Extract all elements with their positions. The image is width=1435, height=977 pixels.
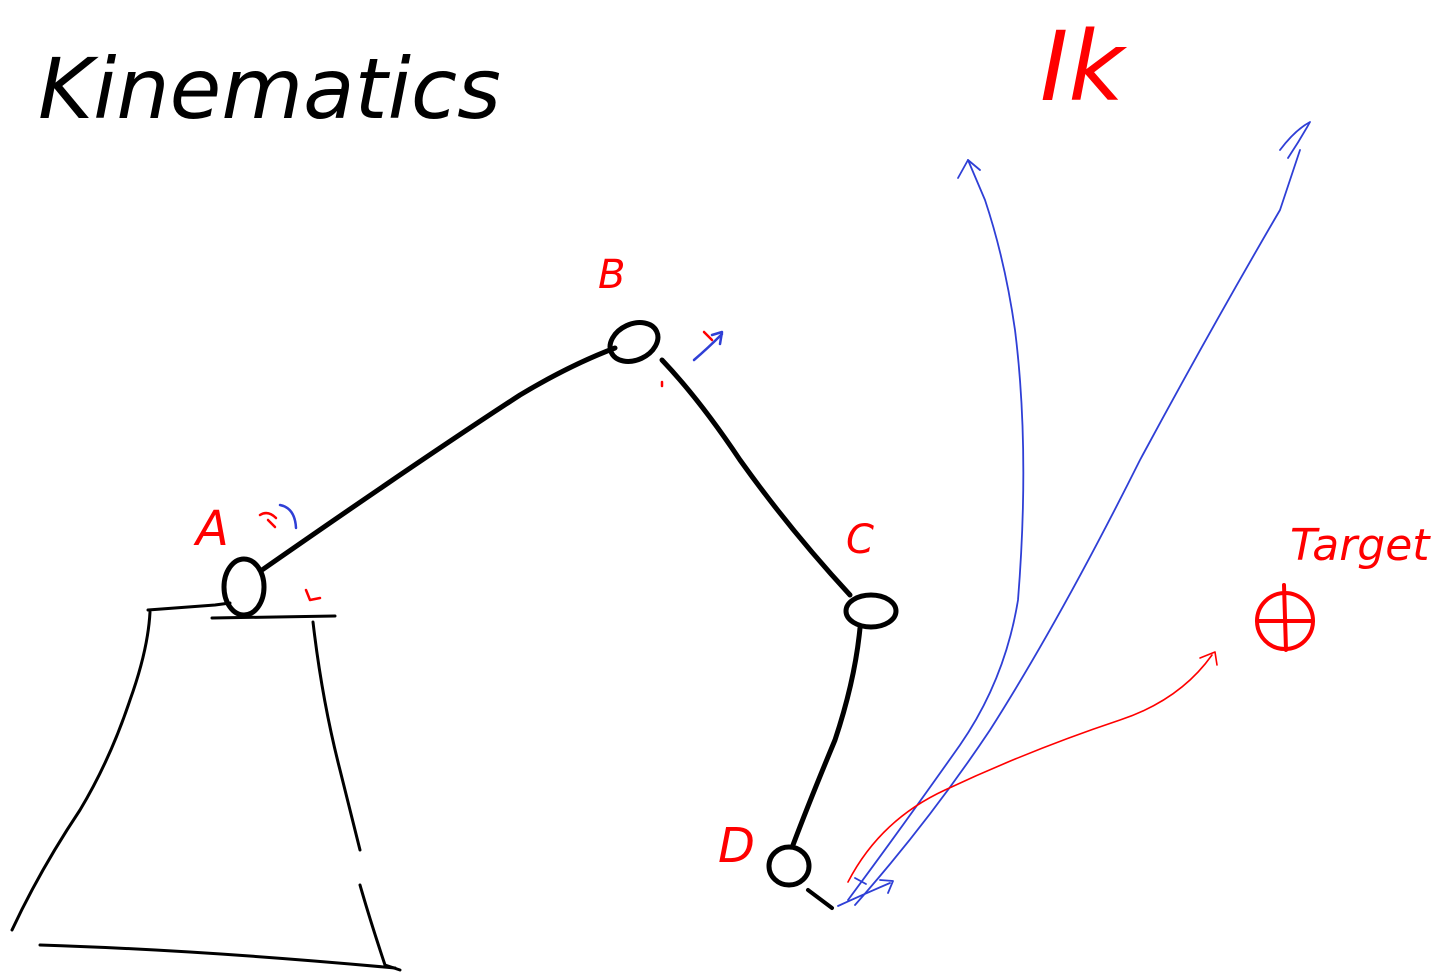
joint-d	[766, 844, 812, 888]
vector-1	[847, 159, 1025, 901]
link-a-b	[259, 345, 618, 573]
target-marker	[1255, 583, 1315, 652]
rotation-marks	[258, 330, 724, 602]
link-c-d	[790, 625, 863, 848]
title-text: Kinematics	[38, 40, 501, 138]
vector-1-arrowhead	[957, 159, 981, 179]
arm-links	[259, 345, 863, 910]
joint-label-b: B	[598, 252, 625, 298]
joint-label-c: C	[846, 517, 874, 563]
joint-label-a: A	[193, 501, 229, 557]
joints	[221, 320, 899, 888]
target-label: Target	[1290, 520, 1431, 571]
target-vector	[847, 651, 1218, 883]
link-b-c	[659, 357, 853, 598]
joint-c	[843, 592, 899, 630]
ik-vectors	[837, 121, 1311, 907]
end-effector	[806, 888, 834, 910]
joint-a	[221, 556, 267, 618]
joint-label-d: D	[718, 818, 755, 874]
joint-b	[607, 320, 661, 364]
ik-heading: Ik	[1040, 11, 1127, 123]
robot-base	[10, 601, 402, 972]
vector-2	[854, 149, 1301, 906]
small-vector-d	[837, 882, 891, 907]
vector-2-arrowhead	[1279, 121, 1311, 159]
